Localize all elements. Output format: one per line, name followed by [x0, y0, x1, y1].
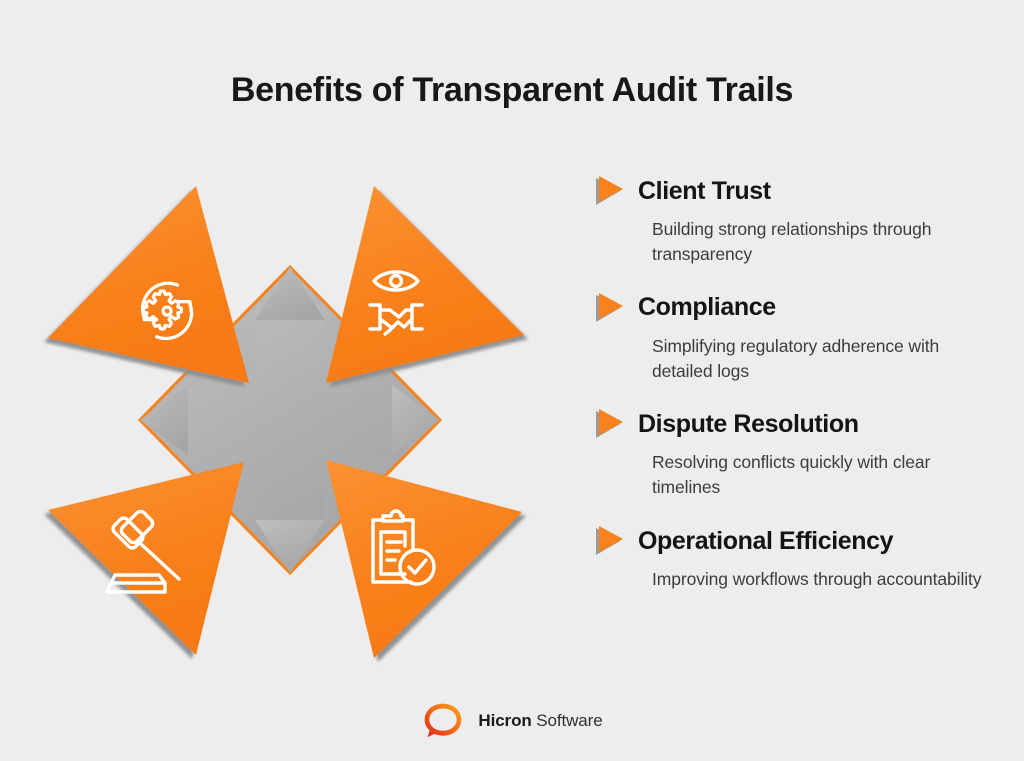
benefit-header: Client Trust: [592, 172, 1004, 210]
benefits-list: Client Trust Building strong relationshi…: [592, 172, 1004, 592]
benefit-header: Operational Efficiency: [592, 522, 1004, 560]
benefit-description: Resolving conflicts quickly with clear t…: [652, 452, 931, 498]
triangle-right-icon: [596, 292, 623, 322]
benefit-title: Dispute Resolution: [638, 409, 859, 438]
benefit-item: Client Trust Building strong relationshi…: [592, 172, 1004, 267]
diagram-segment-top-left: [48, 186, 249, 383]
diagram-segment-bottom-right: [326, 460, 522, 658]
diagram-segment-bottom-left: [48, 462, 244, 655]
benefit-item: Operational Efficiency Improving workflo…: [592, 522, 1004, 592]
gavel-icon: [105, 509, 181, 594]
benefit-title: Compliance: [638, 293, 776, 322]
benefit-title: Operational Efficiency: [638, 526, 894, 555]
benefit-description: Simplifying regulatory adherence with de…: [652, 335, 940, 381]
logo-product-name: Software: [536, 711, 603, 730]
gear-refresh-icon: [140, 281, 194, 341]
logo-brand-name: Hicron: [478, 711, 532, 730]
benefits-diagram: [20, 155, 560, 685]
triangle-right-icon: [596, 409, 623, 439]
benefit-header: Dispute Resolution: [592, 405, 1004, 443]
benefit-item: Dispute Resolution Resolving conflicts q…: [592, 405, 1004, 500]
benefit-description: Improving workflows through accountabili…: [652, 569, 982, 590]
benefit-title: Client Trust: [638, 176, 771, 205]
eye-handshake-icon: [368, 270, 424, 336]
diagram-segment-top-right: [326, 186, 524, 383]
triangle-right-icon: [596, 526, 623, 556]
hicron-ring-logo-icon: [425, 703, 462, 738]
benefit-item: Compliance Simplifying regulatory adhere…: [592, 289, 1004, 384]
logo-wordmark: Hicron Software: [478, 711, 602, 731]
center-cross-shape: [140, 267, 440, 573]
triangle-right-icon: [596, 176, 623, 205]
footer-logo: Hicron Software: [0, 699, 1024, 743]
benefit-description: Building strong relationships through tr…: [652, 219, 932, 264]
clipboard-check-icon: [371, 509, 436, 586]
page-title: Benefits of Transparent Audit Trails: [230, 71, 794, 109]
benefit-header: Compliance: [592, 289, 1004, 327]
